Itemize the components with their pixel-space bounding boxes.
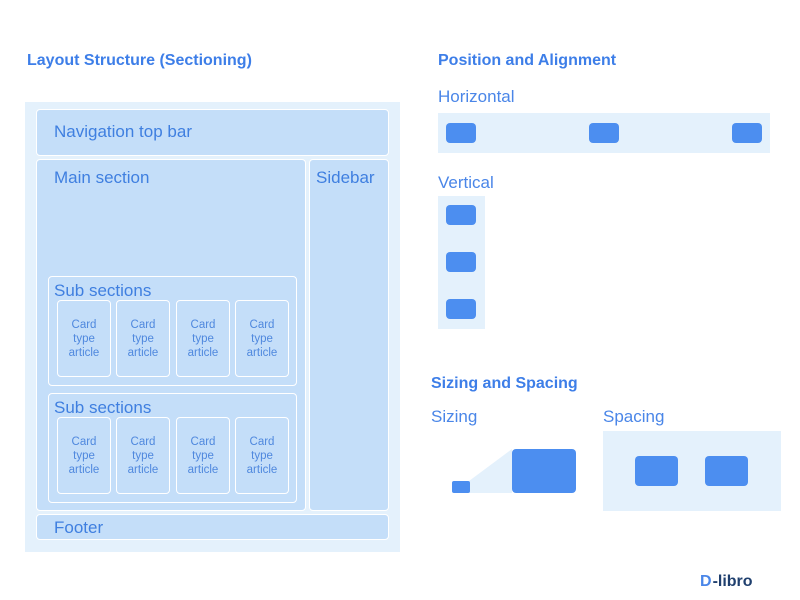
- sizing-illustration: [452, 449, 576, 493]
- d-libro-logo: D-libro: [700, 573, 753, 591]
- sizing-spacing-title: Sizing and Spacing: [431, 375, 578, 392]
- footer: Footer: [36, 514, 389, 540]
- navigation-top-bar-label: Navigation top bar: [54, 122, 192, 141]
- navigation-top-bar: Navigation top bar: [36, 109, 389, 156]
- sample-box: [446, 205, 476, 225]
- vertical-strip: [438, 196, 485, 329]
- card-article: Card type article: [57, 300, 111, 377]
- main-section: Main section Sub sections Card type arti…: [36, 159, 306, 511]
- sidebar: Sidebar: [309, 159, 389, 511]
- card-article: Card type article: [235, 417, 289, 494]
- sizing-label: Sizing: [431, 407, 478, 426]
- sub-section-label: Sub sections: [54, 281, 152, 300]
- horizontal-strip: [438, 113, 770, 153]
- sample-box: [446, 123, 476, 143]
- layout-diagram: Navigation top bar Main section Sub sect…: [25, 102, 400, 552]
- sub-section: Sub sections Card type article Card type…: [48, 393, 297, 503]
- large-box: [512, 449, 576, 493]
- position-alignment-title: Position and Alignment: [438, 52, 617, 69]
- sidebar-label: Sidebar: [316, 168, 375, 187]
- spacing-panel: [603, 431, 781, 511]
- sample-box: [732, 123, 762, 143]
- sample-box: [705, 456, 748, 486]
- vertical-label: Vertical: [438, 173, 494, 192]
- card-article: Card type article: [57, 417, 111, 494]
- sample-box: [446, 252, 476, 272]
- card-article: Card type article: [235, 300, 289, 377]
- small-box: [452, 481, 470, 493]
- logo-mark: D: [700, 573, 712, 590]
- horizontal-label: Horizontal: [438, 87, 515, 106]
- sizing-scale-wedge: [469, 449, 512, 493]
- spacing-label: Spacing: [603, 407, 665, 426]
- sample-box: [635, 456, 678, 486]
- layout-structure-title: Layout Structure (Sectioning): [27, 52, 252, 69]
- footer-label: Footer: [54, 518, 104, 537]
- main-section-label: Main section: [54, 168, 150, 187]
- card-article: Card type article: [116, 417, 170, 494]
- sub-section-label: Sub sections: [54, 398, 152, 417]
- sample-box: [446, 299, 476, 319]
- sub-section: Sub sections Card type article Card type…: [48, 276, 297, 386]
- logo-text: -libro: [712, 573, 753, 590]
- card-article: Card type article: [176, 300, 230, 377]
- card-article: Card type article: [116, 300, 170, 377]
- card-article: Card type article: [176, 417, 230, 494]
- sample-box: [589, 123, 619, 143]
